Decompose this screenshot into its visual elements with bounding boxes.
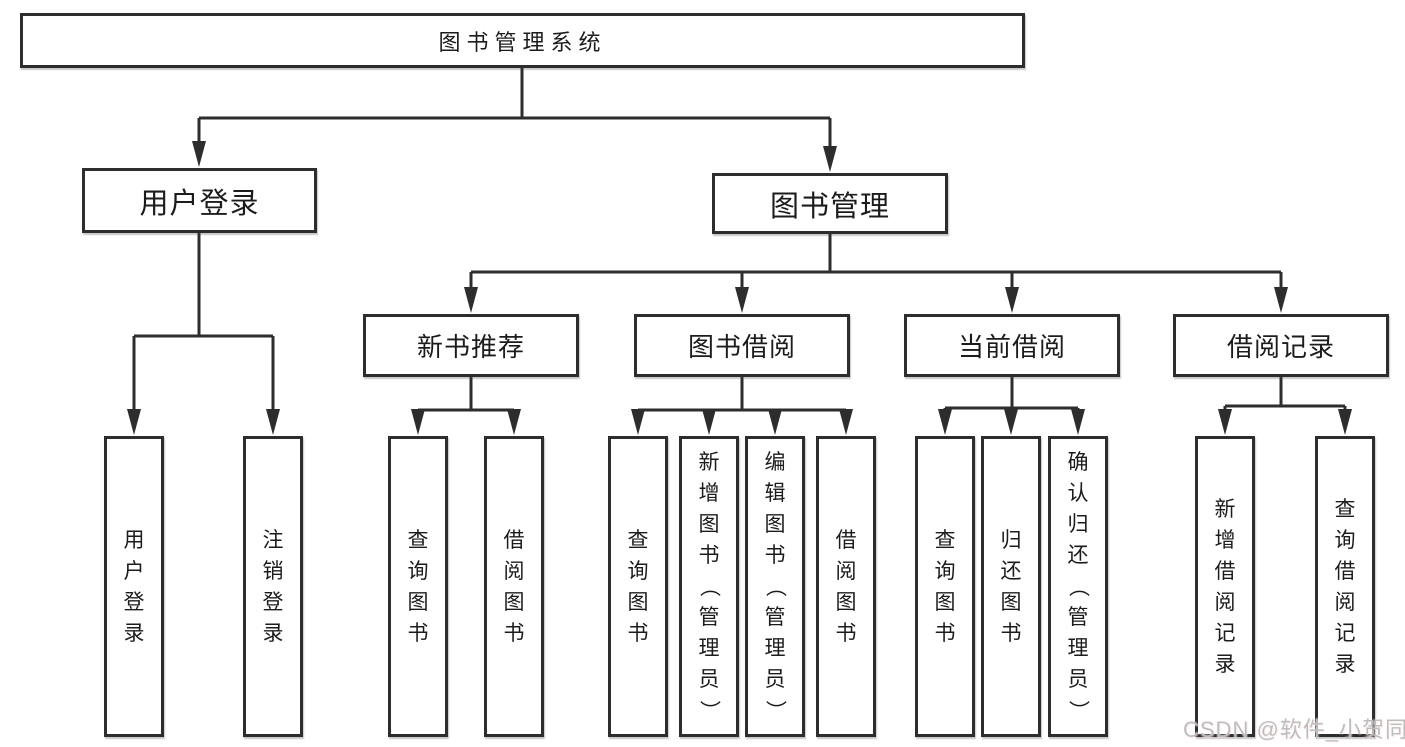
leaf-borrow-book-recommend: 借阅图书 (484, 436, 544, 737)
leaf-edit-book-admin: 编辑图书（管理员） (745, 436, 805, 737)
node-label: 查询图书 (934, 528, 956, 645)
leaf-borrow-book: 借阅图书 (816, 436, 876, 737)
node-label: 查询借阅记录 (1334, 497, 1356, 676)
node-label: 新书推荐 (416, 332, 525, 362)
leaf-search-current-book: 查询图书 (915, 436, 975, 737)
node-borrowing-records: 借阅记录 (1173, 314, 1389, 377)
node-label: 用户登录 (123, 528, 145, 645)
leaf-return-book: 归还图书 (981, 436, 1041, 737)
leaf-search-book: 查询图书 (608, 436, 668, 737)
node-label: 图书管理系统 (438, 29, 607, 55)
node-label: 查询图书 (627, 528, 649, 645)
node-library-management-system: 图书管理系统 (20, 13, 1025, 68)
node-label: 确认归还（管理员） (1066, 451, 1090, 721)
node-label: 用户登录 (139, 187, 260, 220)
leaf-query-borrow-record: 查询借阅记录 (1315, 436, 1375, 737)
node-label: 新增借阅记录 (1214, 497, 1236, 676)
node-label: 查询图书 (407, 528, 429, 645)
leaf-confirm-return-admin: 确认归还（管理员） (1048, 436, 1108, 737)
node-label: 图书借阅 (687, 332, 796, 362)
node-label: 借阅图书 (835, 528, 857, 645)
leaf-add-borrow-record: 新增借阅记录 (1195, 436, 1255, 737)
node-label: 注销登录 (262, 528, 284, 645)
node-label: 当前借阅 (957, 332, 1066, 362)
node-book-management: 图书管理 (712, 173, 948, 234)
leaf-add-book-admin: 新增图书（管理员） (679, 436, 739, 737)
node-user-login: 用户登录 (82, 168, 317, 233)
node-book-borrowing: 图书借阅 (634, 314, 850, 377)
leaf-user-login: 用户登录 (104, 436, 164, 737)
node-label: 借阅图书 (503, 528, 525, 645)
node-label: 借阅记录 (1226, 332, 1335, 362)
leaf-search-book-recommend: 查询图书 (388, 436, 448, 737)
leaf-logout: 注销登录 (243, 436, 303, 737)
node-label: 图书管理 (769, 190, 890, 223)
node-label: 新增图书（管理员） (697, 451, 721, 721)
node-current-borrowing: 当前借阅 (904, 314, 1120, 377)
node-new-book-recommend: 新书推荐 (363, 314, 579, 377)
csdn-watermark: CSDN @软件_小贺同学 (1183, 717, 1405, 742)
node-label: 归还图书 (1000, 528, 1022, 645)
node-label: 编辑图书（管理员） (763, 451, 787, 721)
